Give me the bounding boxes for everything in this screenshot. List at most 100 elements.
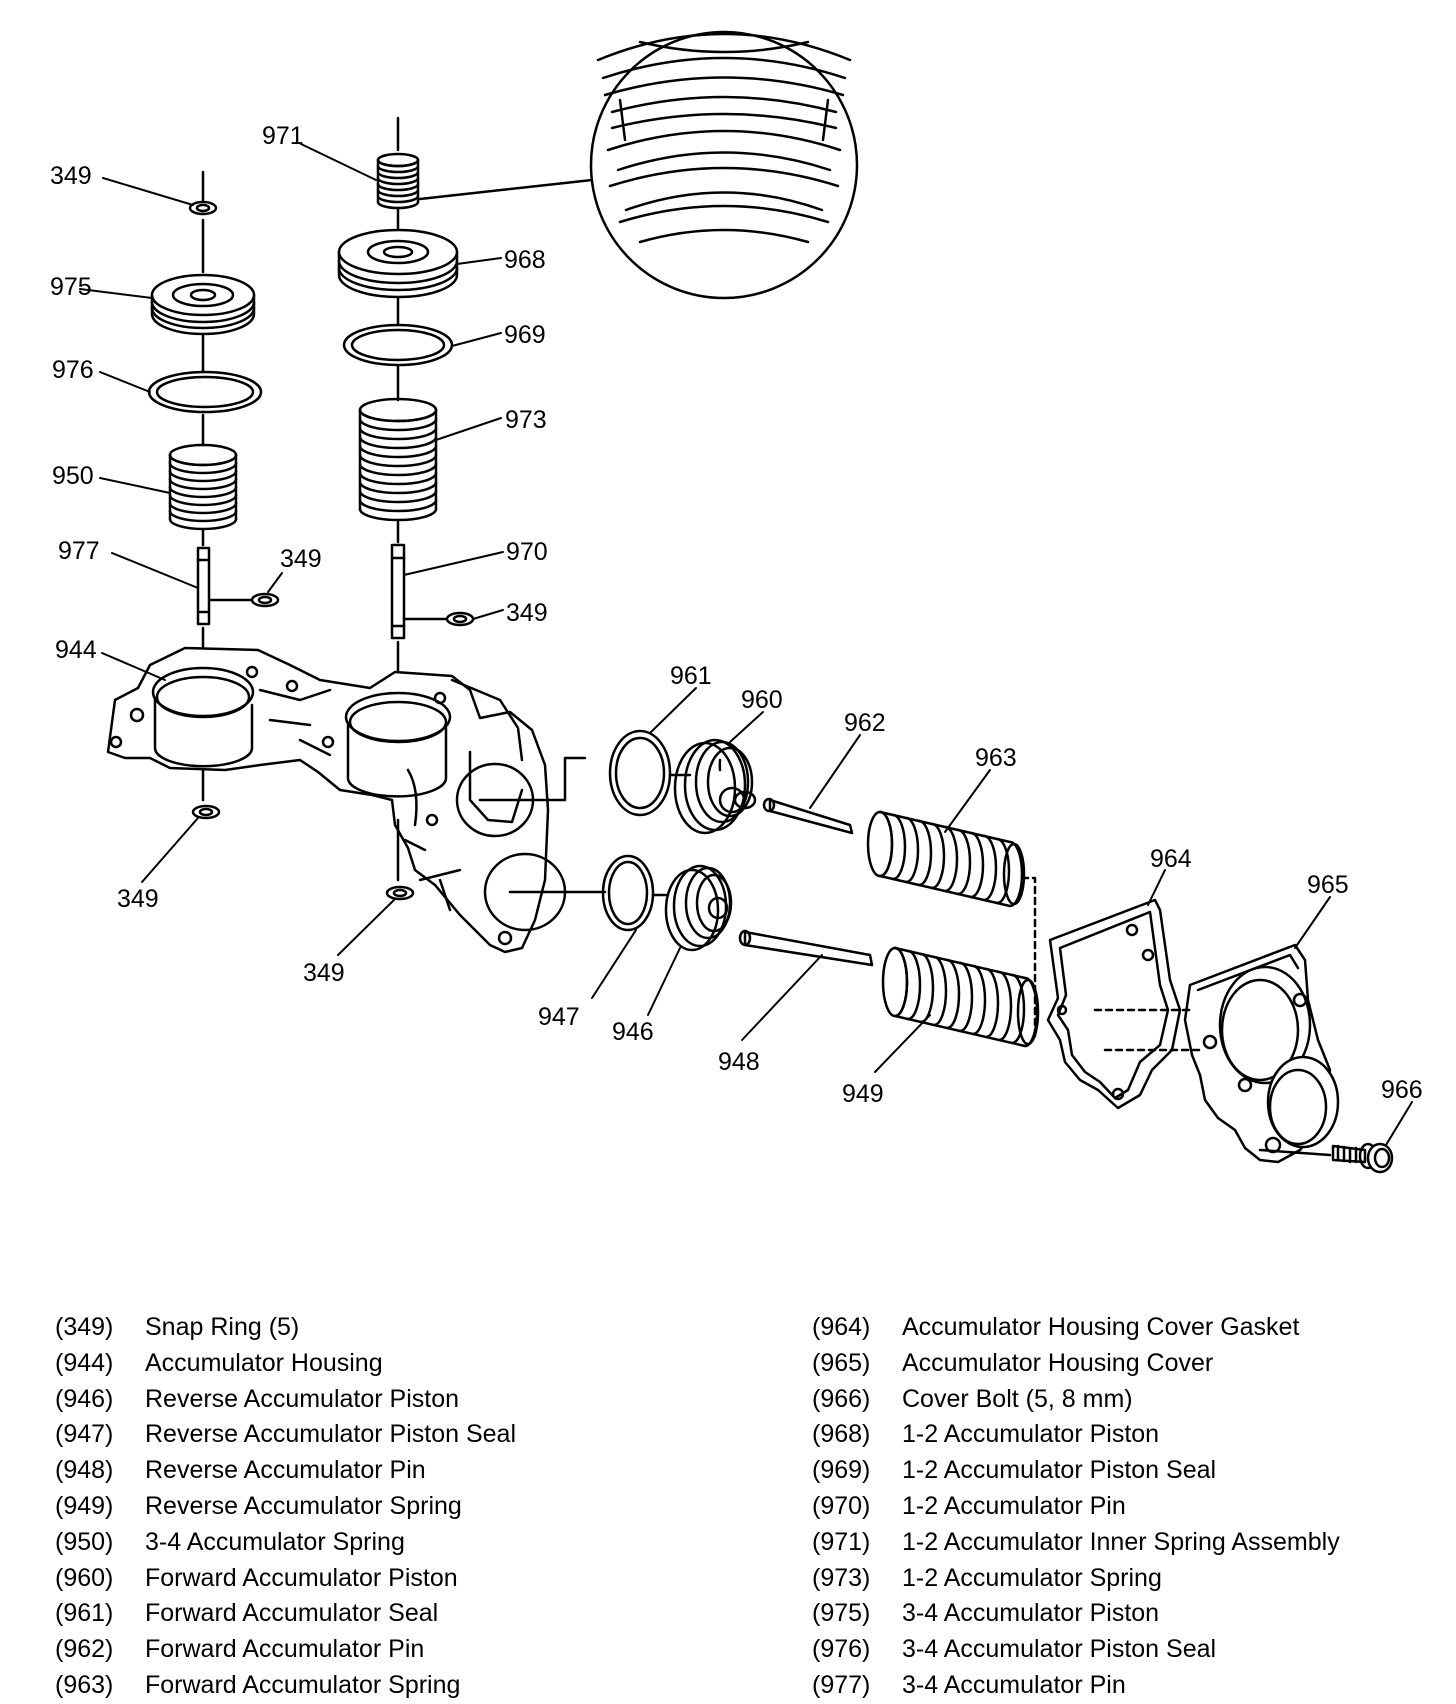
legend-name: 3-4 Accumulator Pin <box>902 1670 1126 1699</box>
legend-name: Reverse Accumulator Piston Seal <box>145 1420 517 1449</box>
spring-detail-magnifier <box>418 30 859 300</box>
legend-row: (960) Forward Accumulator Piston <box>55 1561 516 1597</box>
legend-name: Forward Accumulator Piston <box>145 1563 458 1592</box>
forward-piston-960 <box>673 738 757 835</box>
reverse-seal-947 <box>601 854 655 932</box>
legend-row: (962) Forward Accumulator Pin <box>55 1632 516 1668</box>
legend-code: (948) <box>55 1456 114 1485</box>
legend-row: (977) 3-4 Accumulator Pin <box>812 1668 1340 1704</box>
reverse-spring-949 <box>881 946 1040 1048</box>
legend-code: (977) <box>812 1670 871 1699</box>
legend-row: (971) 1-2 Accumulator Inner Spring Assemb… <box>812 1525 1340 1561</box>
callout-968: 968 <box>504 246 546 274</box>
accumulator-pin-977 <box>196 546 211 626</box>
callout-964: 964 <box>1150 845 1192 873</box>
legend-name: Accumulator Housing Cover <box>902 1348 1214 1377</box>
callout-labels: 349 975 976 950 977 349 944 349 349 971 … <box>50 122 1423 1108</box>
legend-name: Snap Ring (5) <box>145 1313 300 1341</box>
callout-973: 973 <box>505 406 547 434</box>
legend-row: (948) Reverse Accumulator Pin <box>55 1453 516 1489</box>
inner-spring-971 <box>376 152 420 210</box>
legend-name: Reverse Accumulator Pin <box>145 1456 426 1485</box>
legend-code: (971) <box>812 1527 871 1556</box>
legend-code: (975) <box>812 1599 871 1628</box>
legend-code: (969) <box>812 1456 871 1485</box>
legend-code: (965) <box>812 1348 871 1377</box>
forward-spring-963 <box>866 810 1026 908</box>
callout-977: 977 <box>58 537 100 565</box>
legend-name: 1-2 Accumulator Inner Spring Assembly <box>902 1527 1340 1556</box>
legend-row: (950)3-4 Accumulator Spring <box>55 1525 516 1561</box>
cover-bolt-966 <box>1258 1142 1394 1174</box>
callout-971: 971 <box>262 122 304 150</box>
legend-name: Reverse Accumulator Spring <box>145 1491 462 1520</box>
accumulator-spring-950 <box>168 443 238 531</box>
snap-ring-349-lower-left <box>191 804 221 820</box>
legend-row: (969) 1-2 Accumulator Piston Seal <box>812 1453 1340 1489</box>
cover-gasket-964 <box>1046 898 1182 1110</box>
callout-349-lower-middle: 349 <box>303 959 345 987</box>
legend-name: Forward Accumulator Spring <box>145 1670 461 1699</box>
accumulator-spring-973 <box>358 397 438 522</box>
callout-946: 946 <box>612 1018 654 1046</box>
legend-name: 1-2 Accumulator Piston <box>902 1420 1160 1449</box>
legend-name: 1-2 Accumulator Spring <box>902 1563 1162 1592</box>
legend-name: Accumulator Housing Cover Gasket <box>902 1313 1300 1341</box>
legend-code: (973) <box>812 1563 871 1592</box>
housing-cover-965 <box>1183 943 1340 1164</box>
legend-name: 1-2 Accumulator Piston Seal <box>902 1456 1217 1485</box>
callout-349-top: 349 <box>50 162 92 190</box>
forward-pin-962 <box>762 797 854 835</box>
callout-962: 962 <box>844 709 886 737</box>
piston-seal-969 <box>342 323 454 367</box>
legend-row: (976)3-4 Accumulator Piston Seal <box>812 1632 1340 1668</box>
legend-code: (964) <box>812 1313 871 1341</box>
legend-name: 3-4 Accumulator Piston <box>902 1599 1160 1628</box>
callout-950: 950 <box>52 462 94 490</box>
legend-code: (968) <box>812 1420 871 1449</box>
legend-code: (966) <box>812 1384 871 1413</box>
legend-code: (950) <box>55 1527 114 1556</box>
callout-944: 944 <box>55 636 97 664</box>
legend-name: 1-2 Accumulator Pin <box>902 1491 1126 1520</box>
legend-code: (944) <box>55 1348 114 1377</box>
callout-349-pin-left: 349 <box>280 545 322 573</box>
legend-row: (349)Snap Ring (5) <box>55 1310 516 1346</box>
reverse-piston-946 <box>664 864 733 952</box>
callout-970: 970 <box>506 538 548 566</box>
legend-code: (962) <box>55 1635 114 1664</box>
legend-code: (976) <box>812 1635 871 1664</box>
parts-legend-left: (349)Snap Ring (5) (944)Accumulator Hous… <box>55 1310 516 1704</box>
callout-975: 975 <box>50 273 92 301</box>
forward-seal-961 <box>608 729 672 817</box>
legend-code: (961) <box>55 1599 114 1628</box>
snap-ring-349-top <box>188 200 218 216</box>
legend-row: (963) Forward Accumulator Spring <box>55 1668 516 1704</box>
legend-row: (947)Reverse Accumulator Piston Seal <box>55 1417 516 1453</box>
exploded-view-diagram: 349 975 976 950 977 349 944 349 349 971 … <box>50 30 1423 1174</box>
legend-row: (961) Forward Accumulator Seal <box>55 1596 516 1632</box>
legend-row: (973) 1-2 Accumulator Spring <box>812 1561 1340 1597</box>
callout-969: 969 <box>504 321 546 349</box>
snap-ring-349-pin-middle <box>445 611 475 627</box>
callout-349-pin-middle: 349 <box>506 599 548 627</box>
legend-name: Forward Accumulator Seal <box>145 1599 439 1628</box>
callout-963: 963 <box>975 744 1017 772</box>
snap-ring-349-pin-left <box>250 592 280 608</box>
legend-row: (968) 1-2 Accumulator Piston <box>812 1417 1340 1453</box>
reverse-pin-948 <box>738 929 874 967</box>
legend-row: (964) Accumulator Housing Cover Gasket <box>812 1310 1340 1346</box>
legend-row: (946)Reverse Accumulator Piston <box>55 1382 516 1418</box>
legend-name: Reverse Accumulator Piston <box>145 1384 460 1413</box>
callout-948: 948 <box>718 1048 760 1076</box>
callout-960: 960 <box>741 686 783 714</box>
legend-row: (970)1-2 Accumulator Pin <box>812 1489 1340 1525</box>
legend-name: Forward Accumulator Pin <box>145 1635 425 1664</box>
legend-code: (960) <box>55 1563 114 1592</box>
legend-row: (965) Accumulator Housing Cover <box>812 1346 1340 1382</box>
snap-ring-349-lower-middle <box>385 885 415 901</box>
legend-code: (963) <box>55 1670 114 1699</box>
piston-seal-976 <box>147 370 263 414</box>
parts-legend-right: (964) Accumulator Housing Cover Gasket (9… <box>812 1310 1340 1704</box>
legend-row: (949)Reverse Accumulator Spring <box>55 1489 516 1525</box>
